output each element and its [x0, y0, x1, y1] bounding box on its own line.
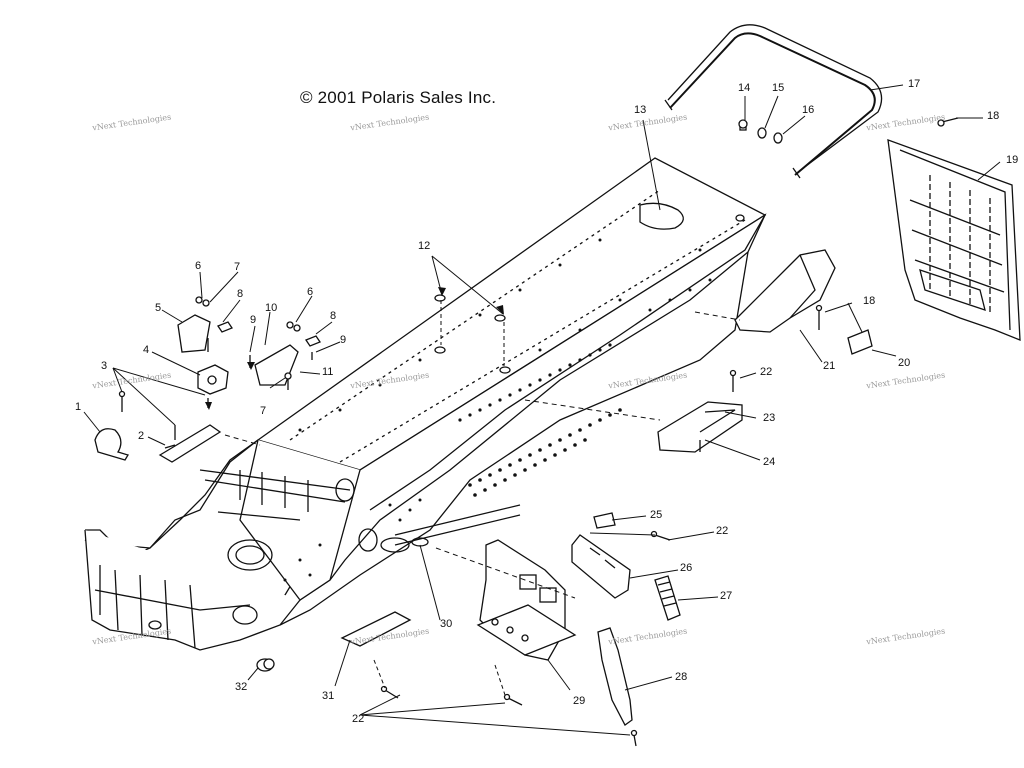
callout-16: 16: [802, 104, 815, 116]
part-32-cap: [256, 658, 275, 672]
chassis-tunnel: [84, 157, 767, 651]
part-14-15-16-hardware: [738, 119, 783, 144]
callout-10: 10: [265, 302, 278, 314]
part-1-clamp: [94, 428, 129, 461]
callout-22: 22: [716, 525, 729, 537]
part-28-guard: [597, 627, 633, 726]
part-18-bolt-top: [937, 117, 959, 127]
callout-6: 6: [195, 260, 202, 272]
callout-18: 18: [863, 295, 876, 307]
part-29-plate: [476, 539, 577, 661]
callout-11: 11: [322, 366, 334, 378]
callout-28: 28: [675, 671, 688, 683]
callout-29: 29: [573, 695, 586, 707]
part-21-rail-bracket: [734, 249, 836, 333]
part-22-bolt-lower: [380, 530, 671, 747]
callout-26: 26: [680, 562, 693, 574]
callout-30: 30: [440, 618, 453, 630]
callout-8: 8: [237, 288, 244, 300]
leader-lines: [83, 84, 1001, 736]
callout-7: 7: [234, 261, 241, 273]
callout-2: 2: [138, 430, 145, 442]
callout-1: 1: [75, 401, 82, 413]
callout-20: 20: [898, 357, 911, 369]
callout-17: 17: [908, 78, 921, 90]
part-27-strap: [654, 575, 681, 621]
callout-8: 8: [330, 310, 337, 322]
part-20-pad: [847, 329, 873, 355]
callout-6: 6: [307, 286, 314, 298]
callout-4: 4: [143, 344, 150, 356]
callout-18: 18: [987, 110, 1000, 122]
callout-7: 7: [260, 405, 267, 417]
callout-14: 14: [738, 82, 751, 94]
part-5-bracket: [177, 314, 211, 353]
callout-24: 24: [763, 456, 776, 468]
callout-23: 23: [763, 412, 776, 424]
callout-19: 19: [1006, 154, 1019, 166]
callout-9: 9: [250, 314, 257, 326]
arrow-heads: [205, 287, 504, 410]
part-6-nuts: [195, 296, 301, 332]
part-18-bolt-mid: [815, 304, 823, 330]
part-2-bracket: [158, 424, 222, 463]
callout-3: 3: [101, 360, 108, 372]
part-4-block: [197, 364, 229, 395]
fasteners-left: [118, 338, 313, 440]
callout-32: 32: [235, 681, 248, 693]
callout-15: 15: [772, 82, 785, 94]
callout-27: 27: [720, 590, 733, 602]
callout-21: 21: [823, 360, 836, 372]
part-19-snow-flap: [887, 139, 1021, 341]
part-31-plate: [340, 611, 412, 647]
part-26-bracket: [571, 534, 631, 599]
callout-22: 22: [352, 713, 365, 725]
copyright-notice: © 2001 Polaris Sales Inc.: [300, 88, 497, 107]
part-8-washers: [217, 321, 321, 347]
rivet-pattern: [283, 238, 712, 582]
part-22-bolt-right: [729, 369, 737, 392]
callout-9: 9: [340, 334, 347, 346]
callout-22: 22: [760, 366, 773, 378]
part-25-plate: [593, 512, 616, 529]
callout-13: 13: [634, 104, 647, 116]
callout-5: 5: [155, 302, 162, 314]
callout-31: 31: [322, 690, 335, 702]
callout-25: 25: [650, 509, 663, 521]
callout-12: 12: [418, 240, 431, 252]
part-23-24-bracket: [657, 401, 743, 453]
part-10-bracket: [254, 344, 299, 386]
part-17-grab-bar: [664, 24, 883, 179]
